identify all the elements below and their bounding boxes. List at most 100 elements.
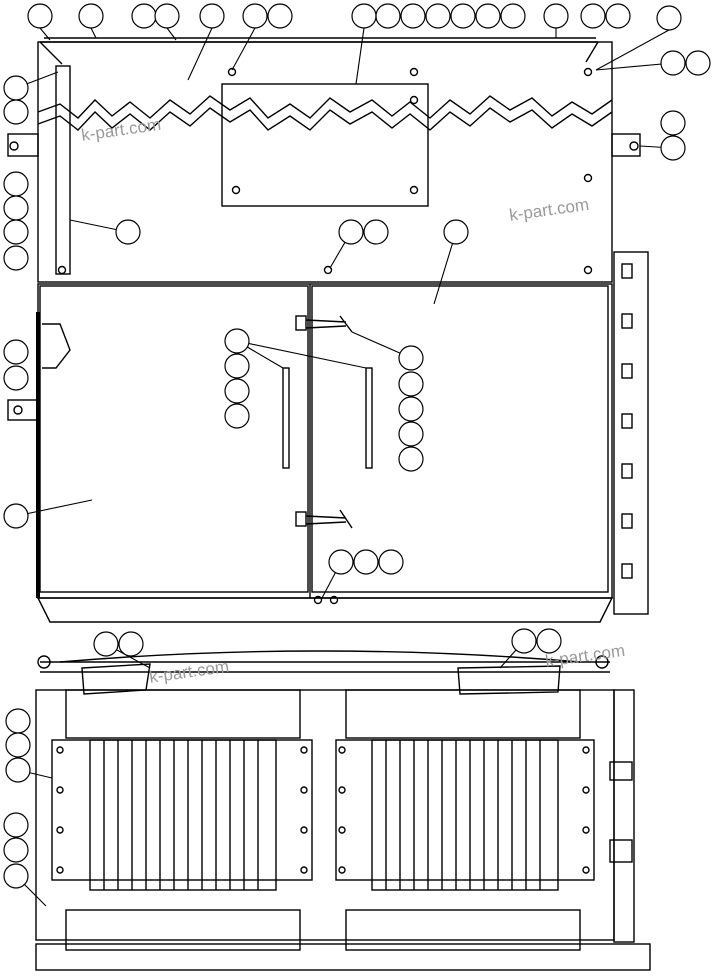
callout-balloons	[3, 3, 711, 889]
strap-right	[365, 367, 373, 469]
strap-left	[282, 367, 290, 469]
bolt	[338, 786, 346, 794]
callout-balloon	[511, 628, 537, 654]
leader-line	[236, 340, 367, 369]
callout-balloon	[154, 3, 180, 29]
coil-top-block	[345, 689, 581, 739]
bolt	[9, 141, 19, 151]
callout-balloon	[400, 3, 426, 29]
leader-lines	[15, 27, 674, 907]
bolt	[582, 746, 590, 754]
coil-body	[89, 739, 277, 891]
bolt	[329, 595, 339, 605]
callout-balloon	[475, 3, 501, 29]
bolt	[582, 826, 590, 834]
lower-side-plate	[613, 689, 635, 943]
coil-bottom-block	[65, 909, 301, 951]
left-latch-detail	[42, 323, 71, 369]
leader-line	[595, 62, 674, 71]
leader-line	[15, 499, 93, 517]
side-slots	[621, 263, 633, 579]
callout-balloon	[93, 631, 119, 657]
access-panel	[221, 83, 429, 207]
callout-balloon	[398, 421, 424, 447]
callout-balloon	[425, 3, 451, 29]
bolt	[57, 265, 67, 275]
callout-balloon	[338, 219, 364, 245]
bolt	[338, 826, 346, 834]
door-section	[7, 251, 649, 623]
bolt	[409, 185, 419, 195]
bolt	[338, 746, 346, 754]
transformer-right	[335, 689, 595, 951]
lower-arch	[59, 650, 581, 663]
bolt	[409, 95, 419, 105]
right-bracket-upper	[611, 133, 641, 157]
callout-balloon	[3, 219, 29, 245]
upper-cabinet	[7, 37, 641, 283]
bolt	[13, 405, 23, 415]
bottom-sill	[36, 597, 614, 623]
callout-balloon	[242, 3, 268, 29]
bolt	[300, 866, 308, 874]
callout-balloon	[115, 219, 141, 245]
leader-line	[595, 29, 670, 71]
callout-balloon	[443, 219, 469, 245]
callout-balloon	[543, 3, 569, 29]
bolt	[56, 866, 64, 874]
callout-balloon	[27, 3, 53, 29]
bolt	[56, 746, 64, 754]
latch-handle-upper	[305, 315, 353, 333]
leader-line	[90, 27, 97, 39]
callout-balloon	[78, 3, 104, 29]
lower-top-rail	[40, 661, 610, 673]
leader-line	[166, 27, 177, 41]
bolt	[583, 265, 593, 275]
callout-balloon	[3, 339, 29, 365]
lifting-lug-right	[595, 655, 609, 669]
left-bracket-mid	[7, 399, 39, 421]
latch-lower	[295, 511, 307, 527]
callout-balloon	[685, 50, 711, 76]
callout-balloon	[3, 503, 29, 529]
callout-balloon	[375, 3, 401, 29]
coil-bottom-block	[345, 909, 581, 951]
callout-balloon	[224, 353, 250, 379]
coil-body	[371, 739, 559, 891]
callout-balloon	[656, 5, 682, 31]
callout-balloon	[199, 3, 225, 29]
break-line-top	[37, 95, 613, 119]
bolt	[582, 866, 590, 874]
callout-balloon	[353, 549, 379, 575]
bolt	[629, 141, 639, 151]
bolt	[300, 746, 308, 754]
bolt	[583, 173, 593, 183]
bolt	[313, 595, 323, 605]
transformer-left	[51, 689, 313, 951]
latch-upper	[295, 315, 307, 331]
callout-balloon	[378, 549, 404, 575]
lower-handle-top	[609, 761, 633, 781]
upper-housing	[37, 41, 613, 283]
top-corner-braces	[39, 41, 599, 65]
callout-balloon	[224, 378, 250, 404]
coil-fins	[103, 740, 259, 890]
bolt	[338, 866, 346, 874]
bolt	[227, 67, 237, 77]
callout-balloon	[580, 3, 606, 29]
callout-balloon	[5, 757, 31, 783]
bolt	[409, 67, 419, 77]
callout-balloon	[398, 396, 424, 422]
leader-line	[355, 27, 365, 85]
bolt	[582, 786, 590, 794]
callout-balloon	[3, 171, 29, 197]
callout-balloon	[3, 99, 29, 125]
coil-top-block	[65, 689, 301, 739]
callout-balloon	[224, 328, 250, 354]
callout-balloon	[398, 446, 424, 472]
callout-balloon	[3, 195, 29, 221]
bolt	[56, 826, 64, 834]
bolt	[231, 185, 241, 195]
